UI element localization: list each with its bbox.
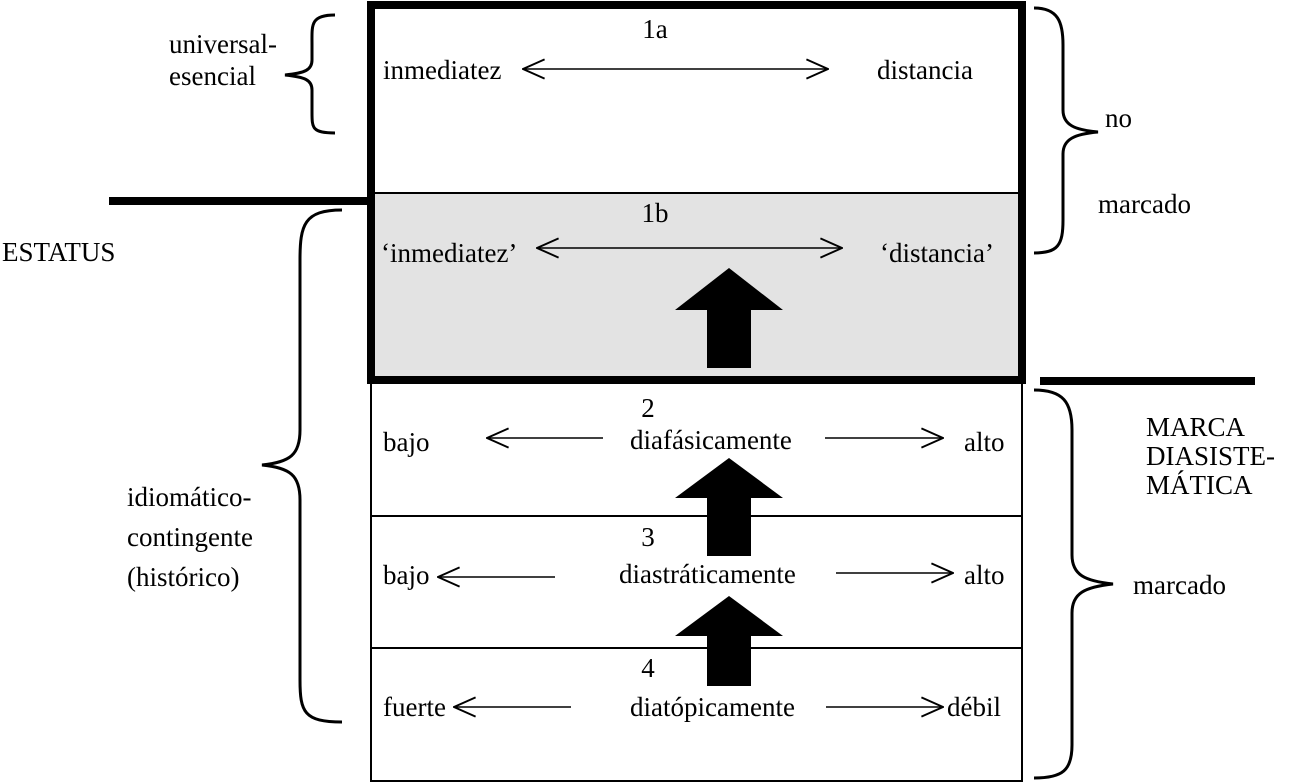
row-1b-left: ‘inmediatez’ [381,238,517,268]
row-4-left: fuerte [383,692,446,722]
marcado-label: marcado [1133,570,1226,600]
row-4-right: débil [947,692,1001,722]
row-3-left: bajo [383,560,430,590]
status-label: ESTATUS [2,237,115,267]
row-1b-number: 1b [642,198,669,228]
row-2-left: bajo [383,427,430,457]
row-4-number: 4 [641,653,655,683]
no-marcado-label-line2: marcado [1098,189,1191,219]
marca-label-line3: MÁTICA [1146,470,1253,500]
row-3-right: alto [964,560,1005,590]
row-4-center: diatópicamente [630,692,795,722]
brace-universal [284,13,336,135]
row-1b-right: ‘distancia’ [880,238,994,268]
idiomatico-label-line1: idiomático- [127,482,251,512]
no-marcado-label-line1: no [1105,103,1132,133]
row-2-center: diafásicamente [630,425,792,455]
row-1b-shading [371,193,1022,380]
row-1a-right: distancia [877,55,973,85]
brace-idiomatico [261,208,343,724]
universal-label-line1: universal- [169,29,277,59]
marca-label-line1: MARCA [1146,412,1246,442]
row-2-number: 2 [641,393,655,423]
row-3-center: diastráticamente [619,559,796,589]
row-2-right: alto [964,427,1005,457]
row-1a-number: 1a [642,14,668,44]
thick-up-arrow-3-to-2 [675,458,783,556]
idiomatico-label-line3: (histórico) [127,562,239,592]
brace-no-marcado [1033,6,1099,255]
thick-up-arrow-4-to-3 [675,596,783,686]
row-3-number: 3 [641,522,655,552]
universal-label-line2: esencial [169,61,256,91]
marca-label-line2: DIASISTE- [1146,441,1275,471]
thick-up-arrow-2-to-1b [675,268,783,368]
idiomatico-label-line2: contingente [127,522,253,552]
brace-marcado [1033,388,1114,780]
row-1a-left: inmediatez [383,55,501,85]
